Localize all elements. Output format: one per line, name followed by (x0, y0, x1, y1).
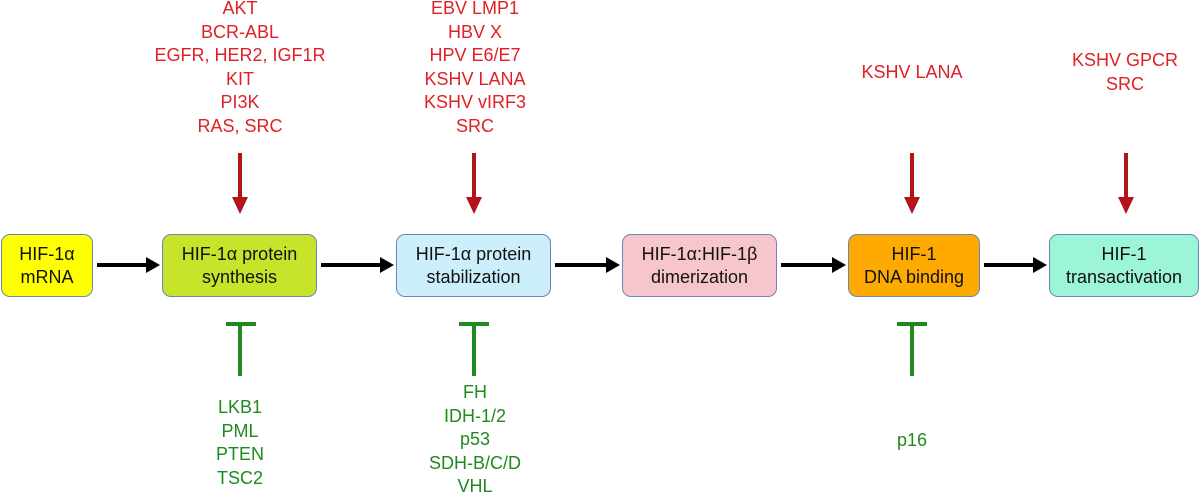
step-label: HIF-1 (1101, 243, 1147, 264)
activator-label: SRC (455, 115, 494, 136)
activator-label: KSHV vIRF3 (423, 92, 527, 112)
inhibitors-stabilization: FH IDH-1/2 p53 SDH-B/C/D VHL (375, 381, 575, 499)
activators-synthesis: AKT BCR-ABL EGFR, HER2, IGF1R KIT PI3K R… (140, 0, 340, 138)
arrowhead (904, 197, 920, 214)
step-label: HIF-1 (891, 243, 937, 264)
step-label: HIF-1α protein (415, 243, 532, 264)
step-synthesis: HIF-1α protein synthesis (162, 234, 317, 297)
inhibitor-label: p16 (896, 430, 928, 450)
step-label: transactivation (1065, 266, 1183, 287)
step-label: HIF-1α (19, 243, 75, 264)
inhibitor-label: SDH-B/C/D (428, 452, 521, 473)
step-label: HIF-1α:HIF-1β (641, 243, 758, 264)
step-label: mRNA (20, 266, 74, 287)
activator-label: KSHV GPCR (1071, 50, 1179, 70)
inhibitors-dna-binding: p16 (812, 429, 1012, 453)
step-label: stabilization (426, 266, 521, 287)
arrowhead (146, 257, 160, 273)
arrowhead (606, 257, 620, 273)
step-label: dimerization (650, 266, 749, 287)
activators-dna-binding: KSHV LANA (812, 61, 1012, 85)
arrowhead (380, 257, 394, 273)
activator-label: EBV LMP1 (430, 0, 520, 18)
step-label: HIF-1α protein (181, 243, 298, 264)
step-dimerization: HIF-1α:HIF-1β dimerization (622, 234, 777, 297)
arrowhead (232, 197, 248, 214)
inhibitor-label: p53 (459, 429, 491, 449)
activator-label: PI3K (220, 92, 260, 112)
activator-label: BCR-ABL (200, 21, 280, 42)
inhibitor-label: FH (463, 382, 487, 402)
inhibition-bars (226, 322, 927, 376)
inhibitors-synthesis: LKB1 PML PTEN TSC2 (140, 396, 340, 490)
activator-label: KSHV LANA (424, 68, 526, 89)
activator-label: EGFR, HER2, IGF1R (154, 45, 326, 65)
step-label: DNA binding (863, 266, 965, 287)
inhibitor-label: PTEN (215, 444, 264, 464)
activator-label: KIT (225, 68, 254, 89)
activator-label: HPV E6/E7 (429, 45, 521, 65)
activators-transactivation: KSHV GPCR SRC (1025, 49, 1201, 96)
activation-arrowheads (232, 197, 1134, 214)
activator-label: HBV X (447, 21, 503, 42)
arrowhead (1118, 197, 1134, 214)
inhibitor-label: VHL (457, 476, 493, 496)
step-stabilization: HIF-1α protein stabilization (396, 234, 551, 297)
activator-label: RAS, SRC (197, 115, 283, 136)
step-label: synthesis (201, 266, 278, 287)
arrowhead (466, 197, 482, 214)
inhibitor-label: LKB1 (217, 397, 263, 417)
flow-arrowheads (146, 257, 1047, 273)
step-transactivation: HIF-1 transactivation (1049, 234, 1199, 297)
activator-label: SRC (1105, 73, 1144, 94)
activator-label: KSHV LANA (861, 62, 963, 82)
step-mrna: HIF-1α mRNA (1, 234, 93, 297)
activators-stabilization: EBV LMP1 HBV X HPV E6/E7 KSHV LANA KSHV … (375, 0, 575, 138)
arrowhead (1033, 257, 1047, 273)
inhibitor-label: IDH-1/2 (443, 405, 506, 426)
inhibitor-label: TSC2 (216, 467, 263, 488)
activation-arrows (238, 153, 1128, 200)
inhibitor-label: PML (221, 420, 259, 441)
step-dna-binding: HIF-1 DNA binding (848, 234, 980, 297)
arrowhead (832, 257, 846, 273)
activator-label: AKT (222, 0, 258, 18)
